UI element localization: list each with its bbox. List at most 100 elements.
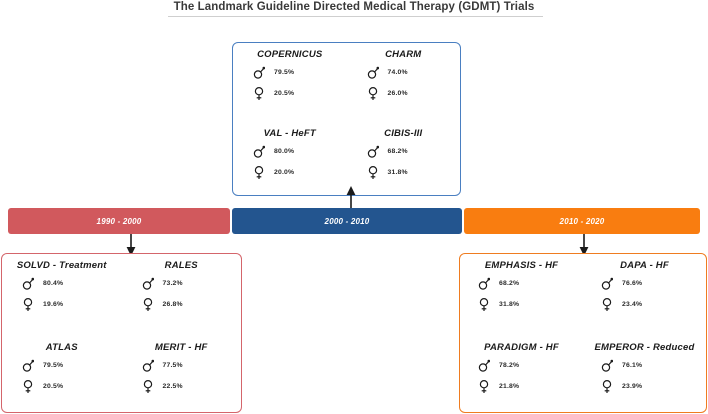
male-stat-row: 80.0% [253,144,347,159]
male-gender-icon [367,66,379,79]
female-gender-icon [23,297,33,311]
female-gender-icon [143,297,152,311]
trial-name: CHARM [385,49,422,60]
trial-box-2000-2010: COPERNICUS 79.5% [232,42,461,196]
male-stat-row: 79.5% [253,65,347,80]
trial-name: VAL - HeFT [263,128,316,139]
male-percentage: 79.5% [274,69,295,76]
female-percentage: 26.0% [387,90,408,97]
male-gender-icon [253,145,265,158]
female-percentage: 31.8% [387,169,408,176]
trial-card-charm: CHARM 74.0% [347,43,461,119]
female-stat-row: 20.0% [253,165,347,180]
male-percentage: 76.6% [622,280,643,287]
arrow-up-icon [346,186,356,210]
male-stat-row: 80.4% [22,276,122,291]
page-title: The Landmark Guideline Directed Medical … [173,1,535,13]
trial-card-paradigm-hf: PARADIGM - HF 78.2% [460,333,583,412]
trial-name: EMPHASIS - HF [484,260,559,271]
male-stat-row: 77.5% [142,358,242,373]
male-stat-row: 76.1% [601,358,706,373]
trial-card-rales: RALES 73.2% [122,254,242,333]
male-percentage: 68.2% [387,148,408,155]
timeline-segment-2010-2020[interactable]: 2010 - 2020 [464,208,700,234]
trial-card-emperor-reduced: EMPEROR - Reduced 76.1% [583,333,706,412]
male-gender-icon [478,359,490,372]
female-stat-row: 23.9% [601,379,706,394]
female-stat-row: 22.5% [142,379,242,394]
male-percentage: 73.2% [162,280,183,287]
male-gender-icon [367,145,379,158]
female-stat-row: 26.0% [367,86,461,101]
connector-arrow-down-1990-2000 [125,232,137,256]
trial-card-atlas: ATLAS 79.5% [2,333,122,412]
trial-name: SOLVD - Treatment [16,260,107,271]
connector-arrow-down-2010-2020 [578,232,590,256]
male-gender-icon [142,359,154,372]
male-stat-row: 73.2% [142,276,242,291]
male-gender-icon [253,66,265,79]
female-stat-row: 19.6% [22,297,122,312]
female-gender-icon [254,86,264,100]
trial-name: PARADIGM - HF [484,342,559,353]
trial-box-2010-2020: EMPHASIS - HF 68.2% [459,253,707,413]
female-stat-row: 20.5% [22,379,122,394]
male-gender-icon [601,359,613,372]
trial-card-val-heft: VAL - HeFT 80.0% [233,119,347,195]
trial-name: DAPA - HF [620,260,669,271]
male-percentage: 80.4% [43,280,64,287]
male-gender-icon [142,277,154,290]
trial-card-solvd-treatment: SOLVD - Treatment 80.4% [2,254,122,333]
female-percentage: 22.5% [162,383,183,390]
female-gender-icon [602,297,612,311]
female-gender-icon [143,379,152,393]
trial-name: ATLAS [45,342,78,353]
trial-box-1990-2000: SOLVD - Treatment 80.4% [1,253,242,413]
trial-name: CIBIS-III [384,128,423,139]
male-stat-row: 68.2% [367,144,461,159]
female-gender-icon [479,379,489,393]
female-gender-icon [479,297,489,311]
trial-card-copernicus: COPERNICUS 79.5% [233,43,347,119]
timeline-segment-1990-2000[interactable]: 1990 - 2000 [8,208,230,234]
male-percentage: 74.0% [387,69,408,76]
male-percentage: 80.0% [274,148,295,155]
female-stat-row: 20.5% [253,86,347,101]
title-underline [168,16,543,17]
male-percentage: 76.1% [622,362,643,369]
timeline-segment-label: 2010 - 2020 [559,216,605,226]
male-percentage: 78.2% [499,362,520,369]
trial-card-cibis-iii: CIBIS-III 68.2% [347,119,461,195]
female-percentage: 20.0% [274,169,295,176]
male-gender-icon [601,277,613,290]
trial-name: RALES [164,260,198,271]
male-stat-row: 79.5% [22,358,122,373]
female-gender-icon [368,165,377,179]
female-gender-icon [368,86,377,100]
arrow-down-icon [579,232,589,256]
female-percentage: 20.5% [274,90,295,97]
trial-card-emphasis-hf: EMPHASIS - HF 68.2% [460,254,583,333]
timeline-segment-2000-2010[interactable]: 2000 - 2010 [232,208,462,234]
female-stat-row: 21.8% [478,379,583,394]
female-stat-row: 31.8% [367,165,461,180]
trial-card-dapa-hf: DAPA - HF 76.6% [583,254,706,333]
male-stat-row: 76.6% [601,276,706,291]
trial-name: EMPEROR - Reduced [594,342,695,353]
male-stat-row: 78.2% [478,358,583,373]
timeline-segment-label: 1990 - 2000 [96,216,142,226]
female-stat-row: 26.8% [142,297,242,312]
male-stat-row: 74.0% [367,65,461,80]
male-percentage: 77.5% [162,362,183,369]
female-stat-row: 23.4% [601,297,706,312]
female-percentage: 26.8% [162,301,183,308]
female-percentage: 20.5% [43,383,64,390]
male-percentage: 68.2% [499,280,520,287]
female-gender-icon [23,379,33,393]
arrow-down-icon [126,232,136,256]
female-percentage: 23.9% [622,383,643,390]
male-percentage: 79.5% [43,362,64,369]
female-percentage: 19.6% [43,301,64,308]
female-gender-icon [602,379,612,393]
